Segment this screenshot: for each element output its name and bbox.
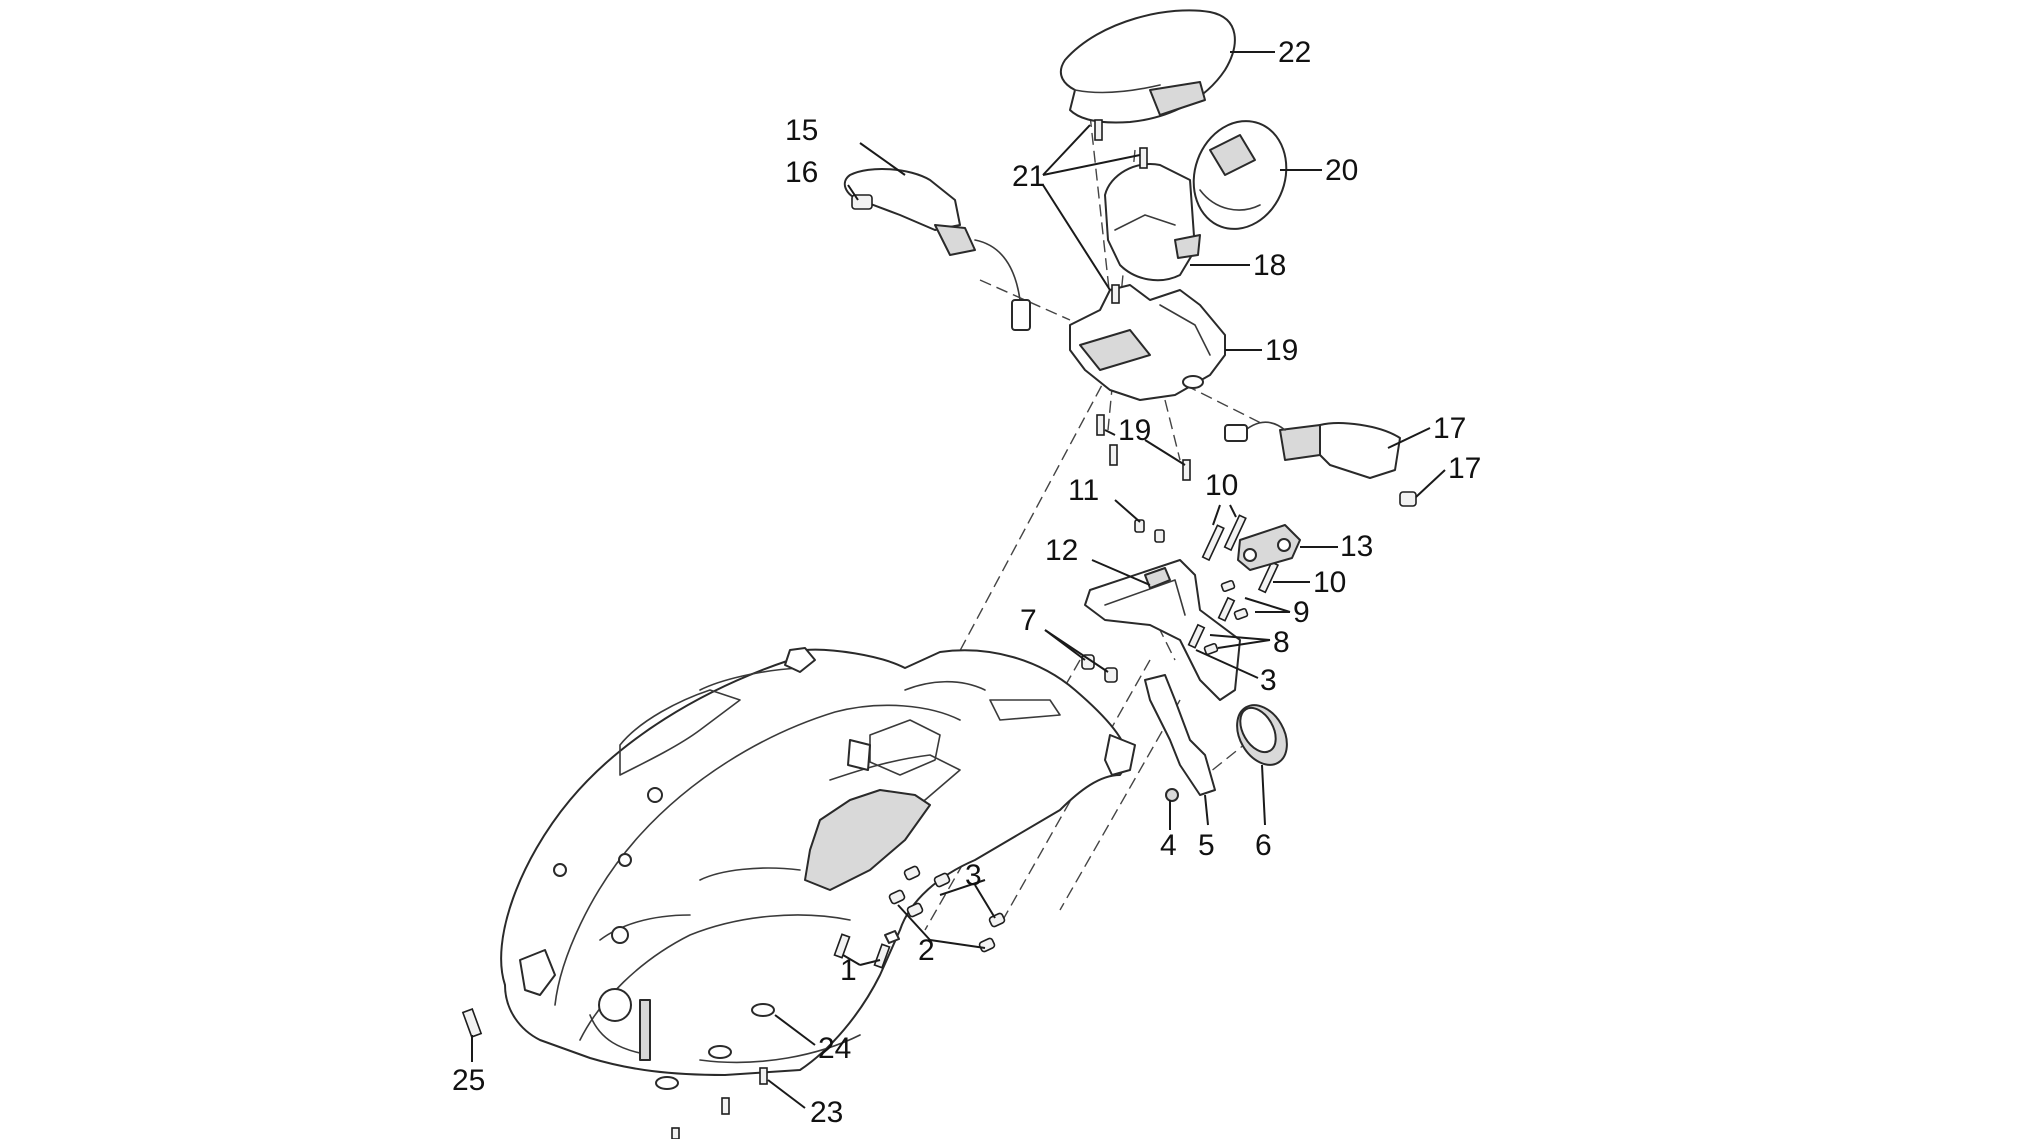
- callout-1: 1: [840, 954, 857, 987]
- callout-8: 8: [1273, 626, 1290, 659]
- reflector-bracket-5: [1144, 674, 1216, 796]
- callout-5: 5: [1198, 829, 1215, 862]
- leader-lines: [471, 51, 1446, 1109]
- callout-16: 17: [1433, 412, 1466, 445]
- callout-4: 4: [1160, 829, 1177, 862]
- screw-1: [833, 930, 900, 969]
- turn-signal-right-16: [1224, 421, 1401, 479]
- bolt-15-right: [1399, 491, 1417, 507]
- callout-23: 23: [810, 1096, 843, 1129]
- callout-14: 15: [785, 114, 818, 147]
- callout-19: 20: [1325, 154, 1358, 187]
- lamp-body-17: [1104, 163, 1201, 282]
- callout-12: 12: [1045, 534, 1078, 567]
- screws-21: [1094, 119, 1148, 304]
- callout-13: 13: [1340, 530, 1373, 563]
- callout-11: 11: [1068, 474, 1099, 507]
- callout-15-right: 17: [1448, 452, 1481, 485]
- callout-6: 6: [1255, 829, 1272, 862]
- grommet-3-lower: [903, 865, 1006, 928]
- callout-labels: 22 15 16 20 21 18 19 19 17 17 11 10 13 1…: [452, 36, 1481, 1129]
- callout-9: 9: [1293, 596, 1310, 629]
- rear-fender: [500, 647, 1136, 1076]
- nut-4: [1165, 788, 1179, 802]
- callout-3-lower: 3: [965, 859, 982, 892]
- screws-18: [1096, 414, 1191, 481]
- callout-2: 2: [918, 934, 935, 967]
- tail-lamp-19: [1192, 120, 1288, 230]
- callout-20: 19: [1265, 334, 1298, 367]
- turn-signal-left-14: [843, 167, 1031, 331]
- callout-7: 7: [1020, 604, 1037, 637]
- callout-17: 18: [1253, 249, 1286, 282]
- reflector-6: [1236, 704, 1288, 766]
- callout-10-top: 10: [1205, 469, 1238, 502]
- screws-10: [1201, 514, 1280, 594]
- callout-10-bottom: 10: [1313, 566, 1346, 599]
- washer-24: [655, 1003, 775, 1090]
- lamp-base-20: [1069, 284, 1226, 401]
- screws-11: [1134, 519, 1165, 543]
- callout-25: 25: [452, 1064, 485, 1097]
- screw-23: [671, 1067, 768, 1139]
- screws-8-9: [1187, 579, 1249, 656]
- callout-18: 19: [1118, 414, 1151, 447]
- tail-cover-22: [1059, 9, 1236, 124]
- license-light-13: [1237, 524, 1301, 571]
- callout-24: 24: [818, 1032, 851, 1065]
- license-bracket-12: [1084, 559, 1241, 701]
- callout-21: 21: [1012, 160, 1045, 193]
- callout-15-left: 16: [785, 156, 818, 189]
- callout-3-upper: 3: [1260, 664, 1277, 697]
- callout-22: 22: [1278, 36, 1311, 69]
- stud-25: [461, 1008, 483, 1038]
